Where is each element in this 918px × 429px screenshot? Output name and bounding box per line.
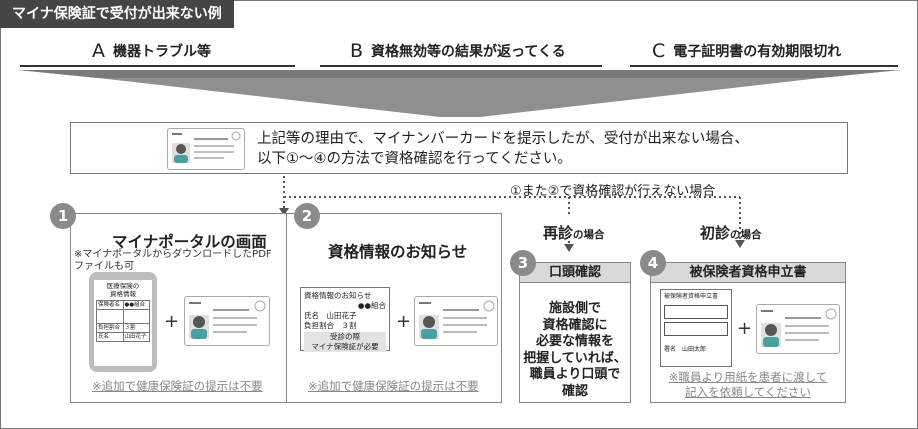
- info-text: 上記等の理由で、マイナンバーカードを提示したが、受付が出来ない場合、 以下①～④…: [257, 129, 749, 169]
- revisit-label: 再診の場合: [543, 222, 605, 243]
- method-3-title: 口頭確認: [520, 263, 630, 283]
- method-3-box: 口頭確認 施設側で 資格確認に 必要な情報を 把握していれば、 職員より口頭で …: [519, 262, 631, 403]
- cell: 保険者名: [96, 300, 124, 310]
- stamp-line: 受診の際: [330, 332, 360, 341]
- reason-b: B 資格無効等の結果が返ってくる: [350, 38, 566, 64]
- body-line: 必要な情報を: [535, 334, 614, 349]
- method-1-note: ※マイナポータルからダウンロードしたPDF ファイルも可: [74, 249, 272, 273]
- info-line-1: 上記等の理由で、マイナンバーカードを提示したが、受付が出来ない場合、: [257, 131, 749, 147]
- reason-divider: [630, 65, 898, 67]
- info-box: 上記等の理由で、マイナンバーカードを提示したが、受付が出来ない場合、 以下①～④…: [70, 122, 848, 174]
- plus-icon: +: [164, 311, 180, 332]
- visit-suffix: の場合: [730, 229, 762, 241]
- doc-name-row: 氏名 山田花子: [304, 311, 386, 321]
- my-number-card-icon: [184, 296, 270, 346]
- reason-divider: [20, 65, 295, 67]
- form-signature: 署名 山田太郎: [664, 346, 707, 353]
- badge-4: 4: [640, 250, 666, 276]
- phone-header: 医療保険の 資格情報: [94, 282, 152, 298]
- my-number-card-icon: [756, 304, 840, 354]
- doc-ratio-row: 負担割合 ３割: [304, 321, 386, 331]
- reason-text: 電子証明書の有効期限切れ: [673, 44, 842, 60]
- reason-divider: [320, 65, 602, 67]
- cell: [96, 309, 124, 324]
- reason-letter: C: [652, 40, 666, 62]
- info-line-2: 以下①～④の方法で資格確認を行ってください。: [257, 151, 572, 167]
- fallback-label: ①また②で資格確認が行えない場合: [510, 184, 716, 199]
- funnel-top-band: [18, 70, 900, 78]
- doc-label: 負担割合: [304, 321, 334, 330]
- first-visit-label: 初診の場合: [700, 222, 762, 243]
- stamp-line: マイナ保険証が必要: [311, 342, 379, 351]
- note-line: ※マイナポータルからダウンロードしたPDF: [74, 249, 272, 260]
- form-field: [664, 305, 728, 319]
- badge-2: 2: [294, 203, 320, 229]
- phone-header-line: 資格情報: [110, 290, 136, 298]
- reason-letter: A: [92, 40, 105, 62]
- phone-header-line: 医療保険の: [106, 282, 140, 290]
- visit-suffix: の場合: [573, 229, 605, 241]
- footer-line: 記入を依頼してください: [685, 385, 811, 399]
- form-field: [664, 322, 728, 336]
- method-2-footer: ※追加で健康保険証の提示は不要: [308, 379, 479, 393]
- notice-document: 資格情報のお知らせ ●●組合 氏名 山田花子 負担割合 ３割 受診の際 マイナ保…: [300, 287, 390, 352]
- reason-c: C 電子証明書の有効期限切れ: [652, 38, 841, 64]
- body-line: 施設側で: [548, 301, 601, 316]
- plus-icon: +: [396, 311, 412, 332]
- doc-stamp: 受診の際 マイナ保険証が必要: [304, 332, 386, 352]
- footer-line: ※職員より用紙を患者に渡して: [668, 370, 828, 384]
- badge-3: 3: [510, 250, 536, 276]
- body-line: 把握していれば、: [523, 350, 627, 366]
- reason-letter: B: [350, 40, 364, 62]
- reason-a: A 機器トラブル等: [92, 38, 211, 64]
- cell: ●●組合: [122, 300, 150, 310]
- application-form: 被保険者資格申立書 署名 山田太郎: [660, 289, 732, 367]
- method-4-title: 被保険者資格申立書: [651, 263, 845, 283]
- visit-word: 初診: [700, 224, 731, 242]
- cell: 負担割合: [96, 323, 124, 333]
- note-line: ファイルも可: [74, 261, 134, 272]
- doc-title: 資格情報のお知らせ: [304, 291, 372, 300]
- doc-value: 山田花子: [326, 311, 357, 320]
- visit-word: 再診: [543, 224, 574, 242]
- plus-icon: +: [737, 318, 753, 339]
- my-number-card-icon: [167, 128, 245, 170]
- body-line: 資格確認に: [542, 317, 608, 333]
- page-title: マイナ保険証で受付が出来ない例: [0, 0, 234, 28]
- badge-1: 1: [50, 203, 76, 229]
- doc-label: 氏名: [304, 311, 319, 320]
- method-2-title: 資格情報のお知らせ: [328, 243, 468, 261]
- form-title: 被保険者資格申立書: [664, 293, 719, 300]
- reason-text: 資格無効等の結果が返ってくる: [371, 44, 566, 60]
- cell: ３割: [122, 323, 150, 333]
- body-line: 確認: [561, 383, 588, 399]
- reason-text: 機器トラブル等: [113, 44, 211, 60]
- method-4-footer: ※職員より用紙を患者に渡して 記入を依頼してください: [662, 370, 834, 400]
- cell: 山田花子: [122, 332, 150, 342]
- method-3-body: 施設側で 資格確認に 必要な情報を 把握していれば、 職員より口頭で 確認: [520, 301, 630, 400]
- cell: [122, 309, 150, 324]
- doc-value: ３割: [341, 321, 357, 330]
- doc-org: ●●組合: [357, 301, 386, 310]
- divider: [286, 213, 287, 403]
- funnel-arrow: [18, 70, 900, 117]
- method-1-title: マイナポータルの画面: [112, 233, 267, 251]
- body-line: 職員より口頭で: [529, 367, 621, 382]
- my-number-card-icon: [414, 296, 498, 346]
- method-1-footer: ※追加で健康保険証の提示は不要: [92, 379, 263, 393]
- cell: 氏名: [96, 332, 124, 342]
